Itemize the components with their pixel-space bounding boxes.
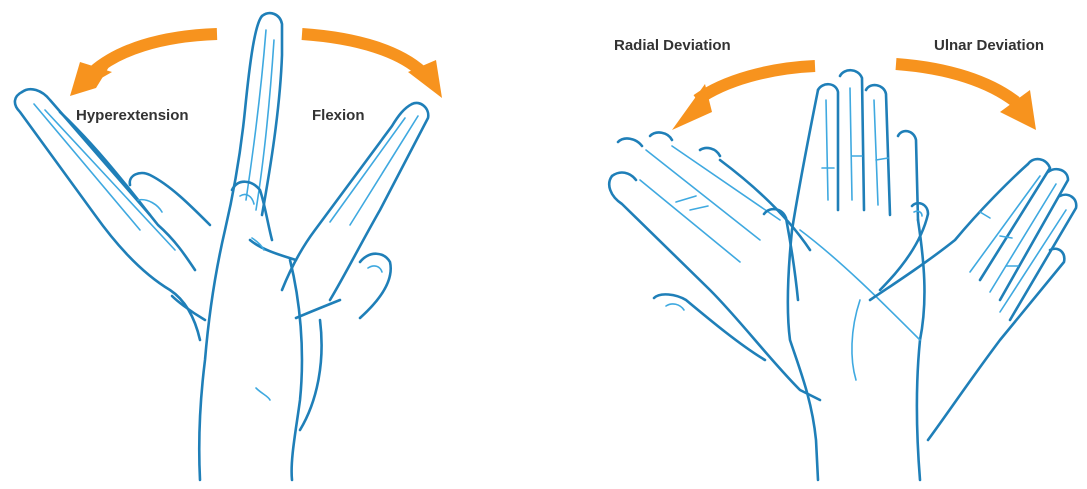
ulnar-deviated-hand-drawing	[852, 159, 1076, 440]
flexion-extension-figure: Hyperextension Flexion	[15, 13, 442, 480]
neutral-hand-drawing	[199, 13, 302, 480]
flexion-label: Flexion	[312, 107, 365, 124]
flexion-arrow	[302, 34, 442, 98]
hyperextension-label: Hyperextension	[76, 107, 189, 124]
ulnar-deviation-label: Ulnar Deviation	[934, 37, 1044, 54]
flexed-hand-drawing	[282, 103, 428, 430]
radial-deviation-arrow	[672, 66, 815, 130]
hyperextended-hand-drawing	[15, 89, 210, 340]
radial-ulnar-figure: Radial Deviation Ulnar Deviation	[609, 37, 1076, 480]
neutral-open-hand-drawing	[764, 70, 924, 480]
hyperextension-arrow	[70, 34, 217, 96]
radial-deviation-label: Radial Deviation	[614, 37, 731, 54]
ulnar-deviation-arrow	[896, 64, 1036, 130]
